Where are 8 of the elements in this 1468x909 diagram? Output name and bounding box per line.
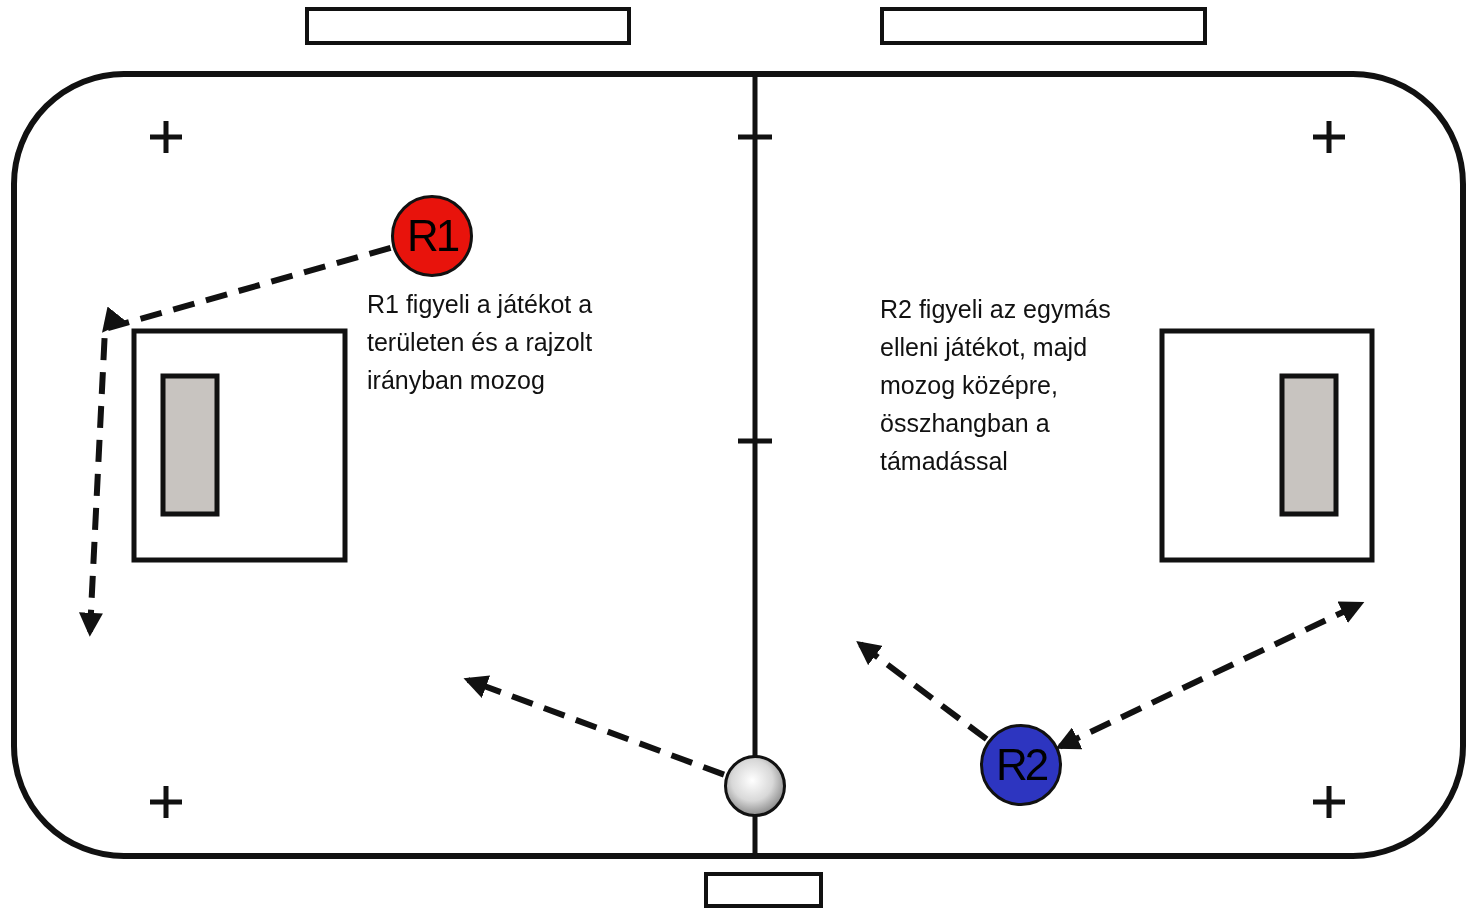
dashed-arrow bbox=[1055, 601, 1365, 750]
dashed-arrow bbox=[79, 244, 392, 637]
dashed-arrow bbox=[463, 675, 726, 778]
referee-label: R2 bbox=[995, 743, 1047, 787]
dashed-arrow bbox=[856, 641, 989, 742]
instruction-note: R1 figyeli a játékot a területen és a rajzolt irányban mozog bbox=[367, 289, 594, 396]
instruction-note: R2 figyeli az egymás elleni játékot, majd mozog középre, összhangban a támadással bbox=[880, 294, 1112, 477]
referee-label: R1 bbox=[406, 214, 458, 258]
